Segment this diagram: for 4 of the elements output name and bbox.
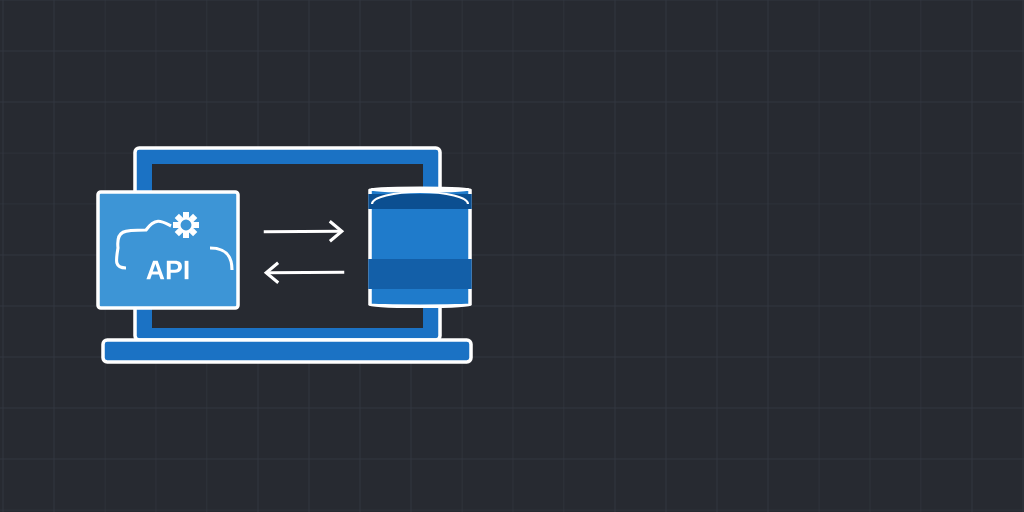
arrow [263,261,345,284]
arrow [263,220,345,243]
api-cloud-box: API [96,190,240,310]
database-cylinder [368,186,472,308]
